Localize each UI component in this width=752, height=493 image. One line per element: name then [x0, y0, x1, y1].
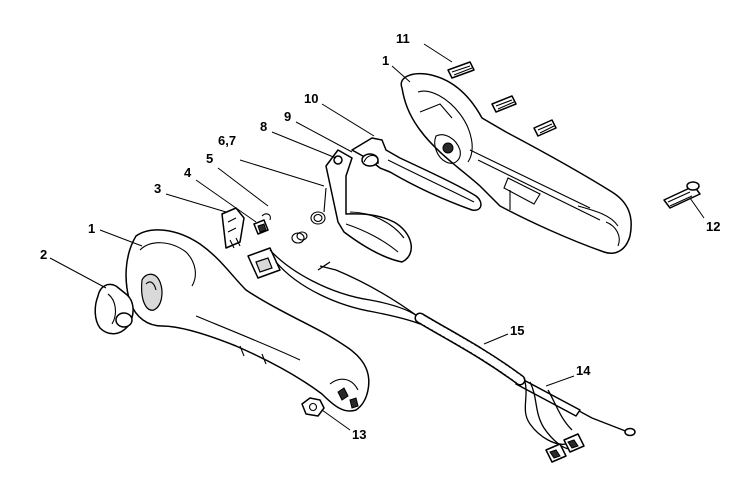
callout-10: 10	[304, 91, 319, 106]
callout-5: 5	[206, 151, 214, 166]
throttle-cable-14	[515, 377, 636, 437]
handle-half-left	[125, 229, 370, 412]
leader-lines	[49, 43, 705, 431]
contact-plate-3	[221, 207, 245, 249]
callout-13: 13	[352, 427, 367, 442]
callout-6-7: 6,7	[218, 133, 237, 148]
wire-harness	[269, 249, 421, 325]
callout-14: 14	[576, 363, 591, 378]
callout-1-left-half: 1	[88, 221, 96, 236]
terminal-block	[247, 247, 281, 279]
conduit-15	[414, 312, 526, 386]
switch-4	[253, 219, 269, 235]
handle-half-right	[400, 72, 632, 254]
callout-1-right-half: 1	[382, 53, 390, 68]
callout-11: 11	[396, 31, 410, 46]
lever-10	[351, 137, 482, 211]
knob-2	[94, 283, 134, 335]
callout-3: 3	[154, 181, 162, 196]
callout-9: 9	[284, 109, 292, 124]
contact-spring-5	[261, 213, 305, 244]
callout-8: 8	[260, 119, 268, 134]
screw-12	[663, 181, 701, 209]
callout-2: 2	[40, 247, 48, 262]
nut-13	[301, 397, 325, 417]
spring-6-7	[296, 187, 327, 241]
screw-11-b	[491, 95, 517, 113]
screw-11-a	[447, 61, 475, 79]
connector-leads	[523, 377, 585, 463]
callout-4: 4	[184, 165, 192, 180]
callout-15: 15	[510, 323, 525, 338]
screw-11-c	[533, 119, 557, 137]
callout-12: 12	[706, 219, 721, 234]
